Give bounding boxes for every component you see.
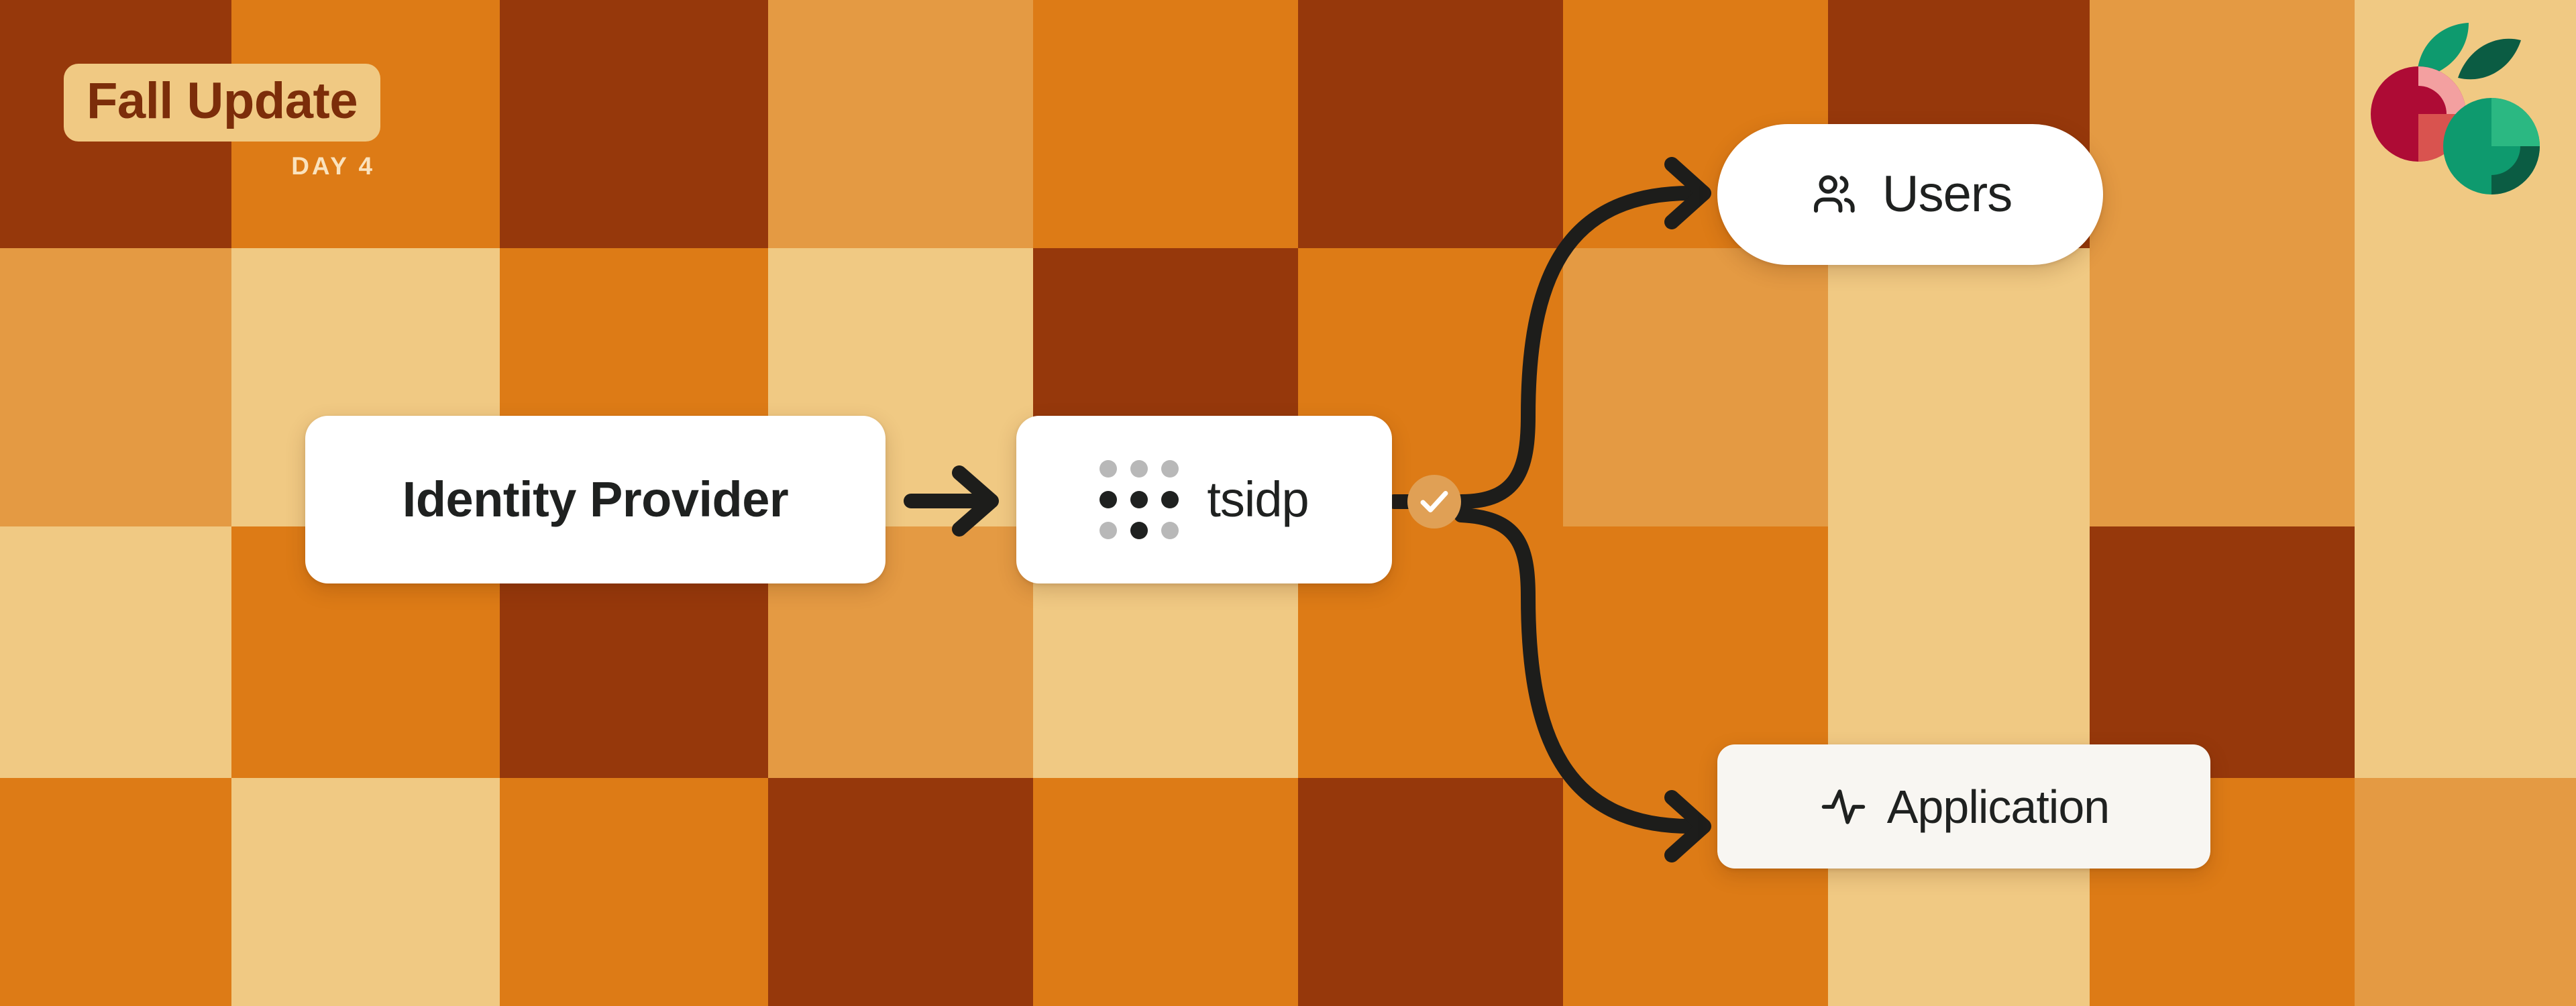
tailscale-dot [1099, 522, 1118, 539]
check-icon [1420, 491, 1448, 512]
node-application-label: Application [1886, 780, 2110, 833]
checker-cell [500, 0, 768, 248]
checker-cell [768, 778, 1033, 1006]
tailscale-dot [1130, 491, 1148, 508]
node-application[interactable]: Application [1717, 744, 2210, 869]
checker-cell [1298, 0, 1563, 248]
checker-cell [2090, 526, 2355, 778]
tailscale-dot [1161, 522, 1179, 539]
checker-cell [1563, 248, 1828, 526]
checker-cell [2355, 248, 2576, 526]
checker-cell [2090, 248, 2355, 526]
checker-cell [1828, 248, 2090, 526]
checker-cell [0, 778, 231, 1006]
check-badge[interactable] [1407, 475, 1461, 528]
checker-cell [500, 778, 768, 1006]
leaf-red-fruit-icon [2417, 23, 2469, 78]
node-identity-provider[interactable]: Identity Provider [305, 416, 885, 583]
green-fruit-quadrant [2491, 98, 2540, 146]
checker-cell [1828, 526, 2090, 778]
tailscale-dot [1161, 460, 1179, 478]
node-users[interactable]: Users [1717, 124, 2103, 265]
green-fruit-arc [2491, 146, 2540, 194]
day-label: DAY 4 [291, 152, 376, 180]
checker-cell [1563, 526, 1828, 778]
users-icon [1813, 175, 1855, 213]
checker-cell [1033, 778, 1298, 1006]
checker-cell [0, 248, 231, 526]
tailscale-dot [1161, 491, 1179, 508]
checker-cell [2090, 0, 2355, 248]
tailscale-dot [1130, 460, 1148, 478]
fall-update-badge-block: Fall Update DAY 4 [64, 64, 381, 180]
node-tsidp-label: tsidp [1207, 471, 1309, 527]
checker-cell [768, 0, 1033, 248]
checker-cell [1033, 0, 1298, 248]
node-tsidp[interactable]: tsidp [1016, 416, 1392, 583]
checker-cell [2355, 526, 2576, 778]
checker-cell [0, 526, 231, 778]
tailscale-dot [1099, 491, 1118, 508]
activity-icon [1821, 789, 1865, 824]
red-fruit-arc [2418, 66, 2466, 114]
node-users-label: Users [1882, 166, 2012, 223]
node-identity-provider-label: Identity Provider [402, 471, 789, 527]
fall-update-badge: Fall Update [64, 64, 381, 142]
checker-cell [231, 778, 500, 1006]
leaf-green-fruit-icon [2458, 38, 2521, 80]
tailscale-dot [1099, 460, 1118, 478]
checker-cell [1298, 778, 1563, 1006]
checker-cell [2355, 778, 2576, 1006]
two-fruit-logo [2371, 23, 2540, 194]
tailscale-dot [1130, 522, 1148, 539]
tailscale-dots-icon [1099, 460, 1179, 539]
